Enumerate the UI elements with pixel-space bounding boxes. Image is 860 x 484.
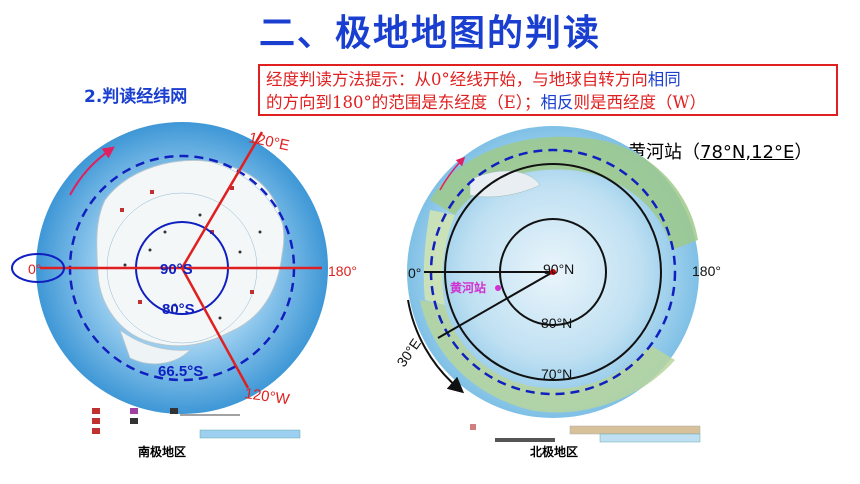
- south-label-665s: 66.5°S: [158, 363, 203, 380]
- south-rotation-arrow: [69, 146, 115, 196]
- north-pole-map: 黄河站 0° 180° 90°N 80°N 70°N 30°E 北极地区: [393, 126, 721, 459]
- hint-line1-a: 经度判读方法提示：从0°经线开始，与地球自转方向: [266, 70, 648, 89]
- antarctic-peninsula: [119, 328, 192, 365]
- page-title: 二、极地地图的判读: [258, 13, 601, 54]
- hint-line2-c: 则是西经度（W）: [573, 93, 707, 112]
- south-pole-map: 120°E 120°W 0° 180° 90°S 80°S 66.5°S 南极地…: [11, 122, 357, 459]
- station-dot: [495, 285, 501, 291]
- hint-line1-b: 相同: [647, 70, 681, 89]
- station-coords: 78°N,12°E: [700, 142, 795, 163]
- north-label-30e: 30°E: [393, 336, 424, 370]
- north-land-west: [423, 210, 455, 305]
- north-caption: 北极地区: [530, 444, 578, 459]
- south-legend: [92, 408, 301, 439]
- north-label-station: 黄河站: [450, 280, 486, 295]
- station-close: ）: [794, 142, 813, 163]
- section-subtitle: 2.判读经纬网: [84, 87, 188, 107]
- south-label-180: 180°: [328, 263, 357, 279]
- hint-box: 经度判读方法提示：从0°经线开始，与地球自转方向相同 的方向到180°的范围是东…: [258, 64, 838, 116]
- south-meridian-120e: [180, 131, 264, 269]
- north-label-180: 180°: [692, 263, 721, 279]
- north-label-70n: 70°N: [541, 366, 572, 382]
- hint-line2-b: 相反: [540, 93, 574, 112]
- station-name: 黄河站（: [628, 142, 700, 163]
- greenland-land: [469, 170, 541, 198]
- north-legend: [470, 424, 701, 443]
- north-label-0: 0°: [408, 265, 421, 281]
- south-zero-highlight: [11, 253, 65, 283]
- north-pole-dot: [550, 269, 556, 275]
- north-label-90n: 90°N: [543, 261, 574, 277]
- south-map-dots: [123, 213, 262, 320]
- north-small-arrow: [439, 156, 466, 191]
- hint-line2-a: 的方向到180°的范围是东经度（E）；: [266, 93, 541, 112]
- south-label-80s: 80°S: [162, 301, 195, 318]
- south-label-90s: 90°S: [160, 261, 193, 278]
- station-label: 黄河站（78°N,12°E）: [628, 138, 812, 164]
- south-label-0: 0°: [28, 261, 41, 277]
- south-meridian-120w: [180, 267, 250, 389]
- north-land-eurasia: [430, 136, 698, 250]
- north-land-america: [420, 300, 675, 413]
- north-label-80n: 80°N: [541, 315, 572, 331]
- north-rotation-arrow: [407, 299, 465, 394]
- south-label-120w: 120°W: [243, 385, 291, 408]
- north-meridian-30e: [437, 271, 554, 339]
- south-caption: 南极地区: [138, 444, 186, 459]
